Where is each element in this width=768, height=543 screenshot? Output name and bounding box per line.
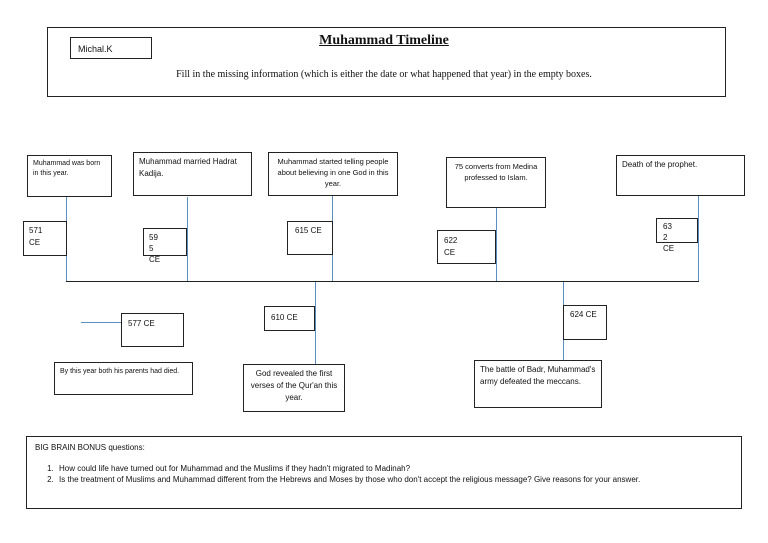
connector-577 bbox=[81, 322, 121, 323]
connector-610 bbox=[315, 282, 316, 364]
date-622-line2: CE bbox=[444, 248, 456, 257]
date-box-577[interactable]: 577 CE bbox=[121, 313, 184, 347]
connector-622 bbox=[496, 208, 497, 281]
date-box-624[interactable]: 624 CE bbox=[563, 305, 607, 340]
connector-632 bbox=[698, 196, 699, 281]
date-632-line3: CE bbox=[663, 244, 675, 253]
bonus-question-list: How could life have turned out for Muham… bbox=[35, 463, 733, 485]
event-box-medina: 75 converts from Medina professed to Isl… bbox=[446, 157, 546, 208]
event-box-revelation: God revealed the first verses of the Qur… bbox=[243, 364, 345, 412]
page-title: Muhammad Timeline bbox=[319, 33, 449, 48]
date-box-610[interactable]: 610 CE bbox=[264, 306, 315, 331]
date-box-632[interactable]: 63 2 CE bbox=[656, 218, 698, 253]
bonus-questions-box: BIG BRAIN BONUS questions: How could lif… bbox=[26, 436, 742, 509]
header-box bbox=[47, 27, 726, 97]
date-595-line3: CE bbox=[149, 255, 161, 264]
connector-595 bbox=[187, 197, 188, 281]
date-615-line1: 615 CE bbox=[295, 226, 322, 235]
bonus-heading: BIG BRAIN BONUS questions: bbox=[35, 443, 145, 452]
date-632-line1: 63 bbox=[663, 222, 672, 231]
date-595-line2: 5 bbox=[149, 244, 154, 253]
date-box-595[interactable]: 59 5 CE bbox=[143, 228, 187, 264]
date-571-line2: CE bbox=[29, 238, 41, 247]
date-595-line1: 59 bbox=[149, 233, 158, 242]
bonus-question: How could life have turned out for Muham… bbox=[56, 463, 733, 474]
event-box-born: Muhammad was born in this year. bbox=[27, 155, 112, 197]
student-name-field[interactable]: Michal.K bbox=[70, 37, 152, 59]
timeline-axis bbox=[66, 281, 699, 282]
date-box-615[interactable]: 615 CE bbox=[287, 221, 333, 255]
date-632-line2: 2 bbox=[663, 233, 668, 242]
event-box-parents-died: By this year both his parents had died. bbox=[54, 362, 193, 395]
event-box-married: Muhammad married Hadrat Kadija. bbox=[133, 152, 252, 196]
event-box-badr: The battle of Badr, Muhammad's army defe… bbox=[474, 360, 602, 408]
date-box-571[interactable]: 571 CE bbox=[23, 221, 67, 256]
date-571-line1: 571 bbox=[29, 226, 43, 235]
instructions: Fill in the missing information (which i… bbox=[176, 69, 592, 80]
date-box-622[interactable]: 622 CE bbox=[437, 230, 496, 264]
event-box-death: Death of the prophet. bbox=[616, 155, 745, 196]
event-box-preaching: Muhammad started telling people about be… bbox=[268, 152, 398, 196]
date-622-line1: 622 bbox=[444, 236, 458, 245]
bonus-question: Is the treatment of Muslims and Muhammad… bbox=[56, 474, 733, 485]
